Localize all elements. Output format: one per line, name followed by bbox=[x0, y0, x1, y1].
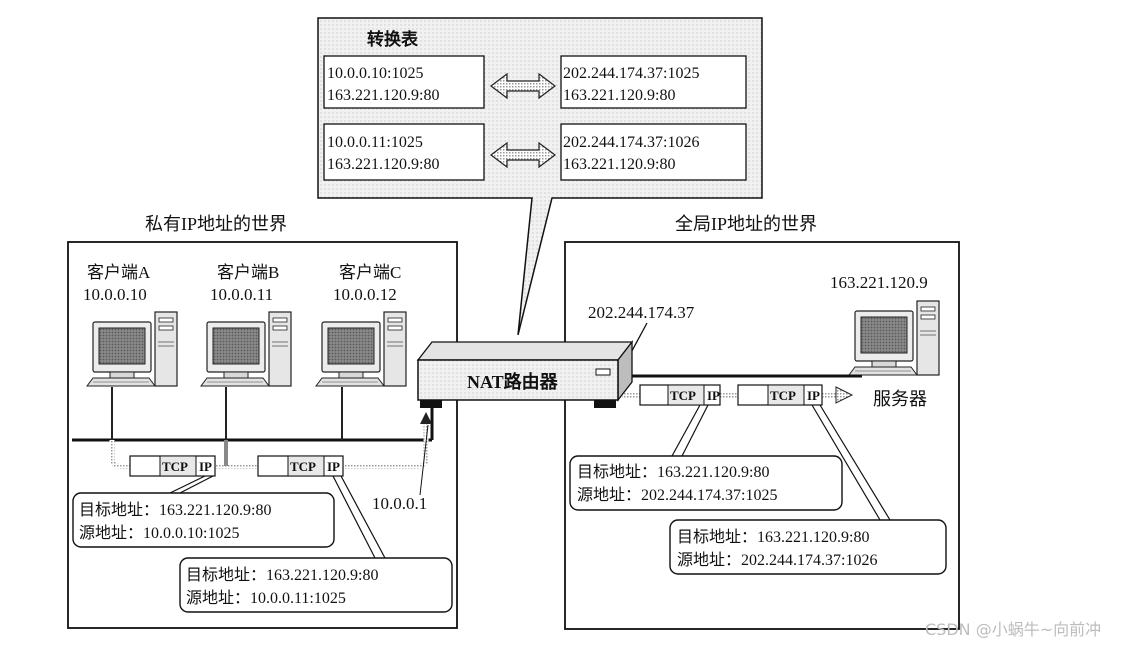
callout-private-b: 目标地址：163.221.120.9:80 源地址：10.0.0.11:1025 bbox=[179, 557, 453, 613]
src-address: 10.0.0.11:1025 bbox=[250, 590, 346, 607]
svg-text:源地址：10.0.0.10:1025: 源地址：10.0.0.10:1025 bbox=[79, 524, 239, 542]
ip-label: IP bbox=[327, 459, 340, 474]
dst-address: 163.221.120.9:80 bbox=[657, 464, 769, 481]
dst-label: 目标地址： bbox=[79, 501, 159, 519]
dst-address: 163.221.120.9:80 bbox=[757, 529, 869, 546]
global-entry-box bbox=[560, 123, 747, 181]
tcp-label: TCP bbox=[670, 388, 696, 403]
global-entry-box bbox=[560, 55, 747, 109]
table-row: 10.0.0.11:1025 163.221.120.9:80 202.244.… bbox=[323, 123, 747, 181]
global-address: 202.244.174.37:1026 bbox=[563, 134, 699, 151]
client-a-name: 客户端A bbox=[87, 263, 151, 282]
tcp-label: TCP bbox=[770, 388, 796, 403]
dst-label: 目标地址： bbox=[186, 566, 266, 584]
table-row: 10.0.0.10:1025 163.221.120.9:80 202.244.… bbox=[323, 55, 747, 109]
global-address: 202.244.174.37:1025 bbox=[563, 65, 699, 82]
svg-text:目标地址：163.221.120.9:80: 目标地址：163.221.120.9:80 bbox=[577, 463, 769, 481]
src-label: 源地址： bbox=[186, 589, 250, 607]
conversion-table: 转换表 10.0.0.10:1025 163.221.120.9:80 202.… bbox=[317, 17, 763, 336]
client-c-ip: 10.0.0.12 bbox=[333, 285, 397, 304]
private-world: 客户端A 10.0.0.10 客户端B 10.0.0.11 客户端C 10.0.… bbox=[67, 241, 458, 629]
svg-text:源地址：202.244.174.37:1025: 源地址：202.244.174.37:1025 bbox=[577, 486, 777, 504]
src-label: 源地址： bbox=[577, 486, 641, 504]
router-outer-ip: 202.244.174.37 bbox=[588, 303, 695, 322]
packet: TCP IP bbox=[737, 384, 823, 406]
dst-address: 163.221.120.9:80 bbox=[159, 502, 271, 519]
private-world-title: 私有IP地址的世界 bbox=[145, 214, 287, 234]
client-b-ip: 10.0.0.11 bbox=[210, 285, 273, 304]
private-destination: 163.221.120.9:80 bbox=[327, 87, 439, 104]
watermark: CSDN @小蜗牛~向前冲 bbox=[925, 620, 1101, 639]
global-world-title: 全局IP地址的世界 bbox=[675, 214, 817, 234]
router-led-icon bbox=[595, 368, 611, 376]
ip-label: IP bbox=[707, 388, 720, 403]
router-inner-ip: 10.0.0.1 bbox=[372, 494, 427, 513]
dst-label: 目标地址： bbox=[577, 463, 657, 481]
svg-text:目标地址：163.221.120.9:80: 目标地址：163.221.120.9:80 bbox=[79, 501, 271, 519]
tcp-label: TCP bbox=[290, 459, 316, 474]
packet: TCP IP bbox=[129, 455, 216, 477]
svg-text:目标地址：163.221.120.9:80: 目标地址：163.221.120.9:80 bbox=[186, 566, 378, 584]
table-title: 转换表 bbox=[367, 29, 419, 49]
svg-text:目标地址：163.221.120.9:80: 目标地址：163.221.120.9:80 bbox=[677, 528, 869, 546]
callout-global-a: 目标地址：163.221.120.9:80 源地址：202.244.174.37… bbox=[569, 455, 843, 511]
global-world: 202.244.174.37 163.221.120.9 服务器 TCP IP … bbox=[564, 241, 960, 630]
src-address: 202.244.174.37:1026 bbox=[741, 552, 877, 569]
global-destination: 163.221.120.9:80 bbox=[563, 156, 675, 173]
server-ip: 163.221.120.9 bbox=[830, 273, 928, 292]
arrow-right-icon bbox=[835, 386, 854, 404]
private-address: 10.0.0.10:1025 bbox=[327, 65, 423, 82]
callout-global-b: 目标地址：163.221.120.9:80 源地址：202.244.174.37… bbox=[669, 519, 947, 575]
router-body bbox=[417, 359, 619, 401]
svg-text:源地址：202.244.174.37:1026: 源地址：202.244.174.37:1026 bbox=[677, 551, 877, 569]
src-label: 源地址： bbox=[79, 524, 143, 542]
dst-label: 目标地址： bbox=[677, 528, 757, 546]
tcp-label: TCP bbox=[162, 459, 188, 474]
ip-label: IP bbox=[807, 388, 820, 403]
private-entry-box bbox=[323, 123, 485, 181]
router-label: NAT路由器 bbox=[467, 371, 559, 392]
nat-router: NAT路由器 bbox=[416, 340, 634, 408]
src-address: 202.244.174.37:1025 bbox=[641, 487, 777, 504]
packet: TCP IP bbox=[257, 455, 344, 477]
global-destination: 163.221.120.9:80 bbox=[563, 87, 675, 104]
client-b-name: 客户端B bbox=[217, 263, 279, 282]
arrow-up-icon bbox=[420, 412, 432, 424]
server-label: 服务器 bbox=[873, 389, 927, 409]
src-address: 10.0.0.10:1025 bbox=[143, 525, 239, 542]
callout-private-a: 目标地址：163.221.120.9:80 源地址：10.0.0.10:1025 bbox=[72, 492, 335, 548]
client-a-ip: 10.0.0.10 bbox=[83, 285, 147, 304]
ip-label: IP bbox=[199, 459, 212, 474]
private-address: 10.0.0.11:1025 bbox=[327, 134, 423, 151]
packet: TCP IP bbox=[639, 384, 721, 406]
private-destination: 163.221.120.9:80 bbox=[327, 156, 439, 173]
private-entry-box bbox=[323, 55, 485, 109]
svg-text:源地址：10.0.0.11:1025: 源地址：10.0.0.11:1025 bbox=[186, 589, 346, 607]
client-c-name: 客户端C bbox=[339, 263, 401, 282]
dst-address: 163.221.120.9:80 bbox=[266, 567, 378, 584]
src-label: 源地址： bbox=[677, 551, 741, 569]
